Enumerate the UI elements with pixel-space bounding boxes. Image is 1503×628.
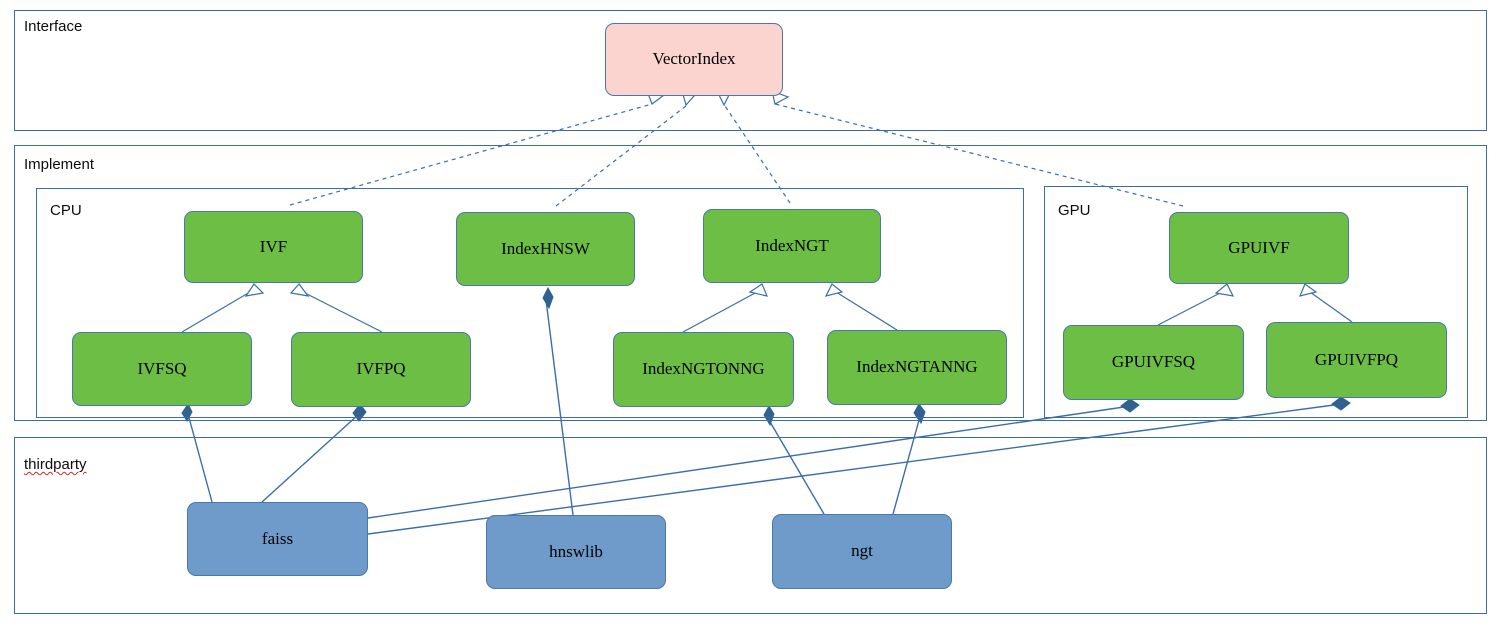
node-ivfsq[interactable]: IVFSQ (72, 332, 252, 406)
node-label-gpuivfsq: GPUIVFSQ (1111, 352, 1196, 372)
node-label-ivfsq: IVFSQ (137, 358, 187, 378)
container-label-implement: Implement (24, 156, 95, 173)
node-label-hnswlib: hnswlib (549, 541, 603, 561)
node-gpuivf[interactable]: GPUIVF (1169, 212, 1349, 284)
node-label-indexngt: IndexNGT (755, 235, 829, 255)
container-label-thirdparty: thirdparty (24, 456, 87, 473)
container-cpu (36, 188, 1024, 418)
container-implement (14, 145, 1487, 421)
node-indexngtanng[interactable]: IndexNGTANNG (827, 330, 1007, 405)
node-indexngt[interactable]: IndexNGT (703, 209, 881, 283)
node-ivfpq[interactable]: IVFPQ (291, 332, 471, 407)
node-ngt[interactable]: ngt (772, 514, 952, 589)
node-label-ivf: IVF (259, 236, 288, 256)
container-label-interface: Interface (24, 18, 83, 35)
container-thirdparty (14, 437, 1487, 614)
node-label-gpuivfpq: GPUIVFPQ (1314, 349, 1399, 369)
node-label-ivfpq: IVFPQ (356, 359, 406, 379)
node-indexngtonng[interactable]: IndexNGTONNG (613, 332, 794, 407)
node-indexhnsw[interactable]: IndexHNSW (456, 212, 635, 286)
container-interface (14, 10, 1487, 131)
node-label-faiss: faiss (261, 528, 294, 548)
container-label-gpu: GPU (1058, 202, 1091, 219)
node-gpuivfpq[interactable]: GPUIVFPQ (1266, 322, 1447, 398)
node-label-indexngtanng: IndexNGTANNG (856, 357, 978, 377)
node-ivf[interactable]: IVF (184, 211, 363, 283)
node-label-ngt: ngt (851, 541, 873, 561)
node-label-indexhnsw: IndexHNSW (501, 238, 590, 258)
node-label-vectorindex: VectorIndex (652, 49, 736, 69)
node-vectorindex[interactable]: VectorIndex (605, 23, 783, 96)
container-label-cpu: CPU (50, 202, 82, 219)
container-gpu (1044, 186, 1468, 418)
node-hnswlib[interactable]: hnswlib (486, 515, 666, 589)
node-label-indexngtonng: IndexNGTONNG (642, 359, 765, 379)
node-faiss[interactable]: faiss (187, 502, 368, 576)
node-gpuivfsq[interactable]: GPUIVFSQ (1063, 325, 1244, 400)
node-label-gpuivf: GPUIVF (1228, 237, 1290, 257)
